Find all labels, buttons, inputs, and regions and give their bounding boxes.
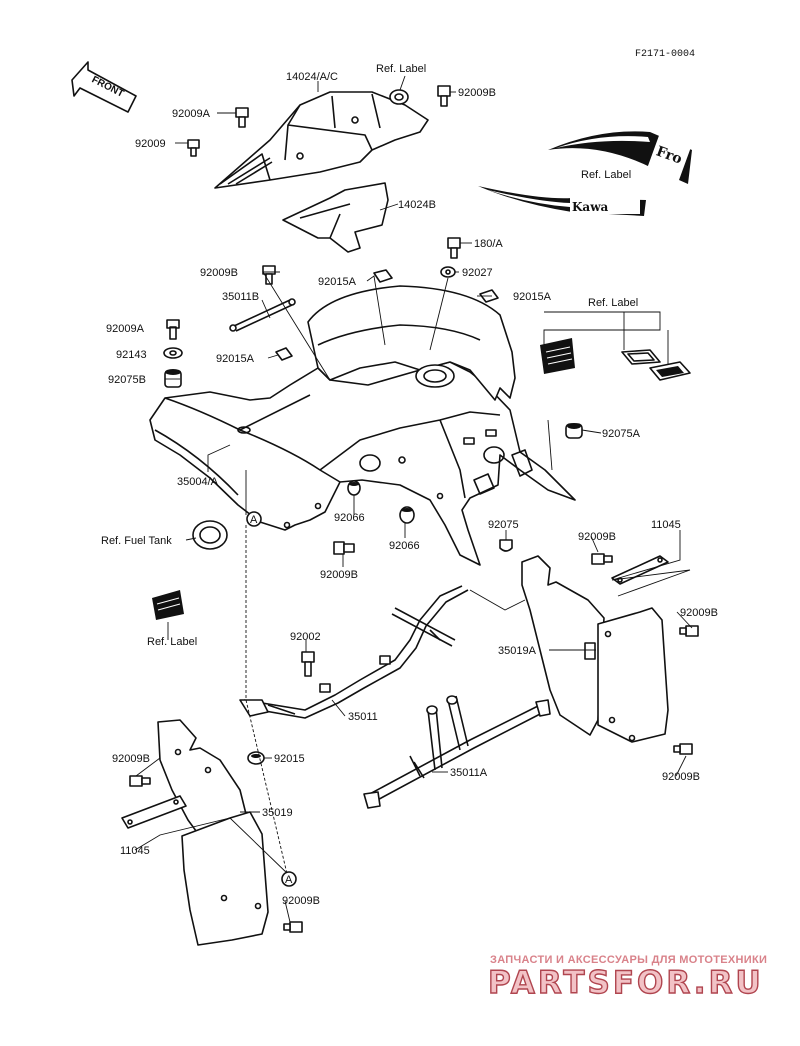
label-92015a-right: 92015A — [513, 291, 552, 303]
label-ref-top: Ref. Label — [376, 63, 426, 75]
svg-text:A: A — [285, 874, 293, 886]
label-ref-left: Ref. Label — [147, 636, 197, 648]
cap-92075 — [499, 539, 513, 552]
label-92009b-mid: 92009B — [320, 569, 358, 581]
label-180a: 180/A — [474, 238, 503, 250]
label-92066-left: 92066 — [334, 512, 365, 524]
label-92075a: 92075A — [602, 428, 641, 440]
label-92009b-bottom: 92009B — [282, 895, 320, 907]
label-92015: 92015 — [274, 753, 305, 765]
watermark-subtitle: ЗАПЧАСТИ И АКСЕССУАРЫ ДЛЯ МОТОТЕХНИКИ — [490, 954, 767, 966]
fuel-tank-ring — [192, 520, 228, 550]
label-35011a: 35011A — [450, 767, 488, 779]
svg-text:A: A — [250, 514, 258, 526]
ref-label-decals-right — [540, 338, 691, 381]
bolt-180a — [447, 237, 461, 259]
nut-92015a-left — [373, 269, 393, 283]
grommet-92075a — [565, 423, 583, 439]
nut-92015a-mid — [275, 347, 293, 361]
seat-cowl-14024 — [214, 91, 429, 189]
bolt-92002 — [301, 651, 315, 677]
label-11045-left: 11045 — [120, 845, 150, 857]
label-92009b-left: 92009B — [200, 267, 238, 279]
marker-a-lower: A — [281, 871, 297, 887]
marker-a-upper: A — [246, 511, 262, 527]
label-92066-right: 92066 — [389, 540, 420, 552]
plate-11045-right — [611, 555, 669, 585]
label-92009b-r3: 92009B — [662, 771, 700, 783]
bracket-35011a — [363, 695, 551, 809]
bolt-92009b-l2 — [129, 775, 151, 787]
label-92009b-top: 92009B — [458, 87, 496, 99]
collar-92066-left — [347, 480, 361, 496]
bolt-92009b-bottom — [283, 921, 303, 933]
label-35019: 35019 — [262, 807, 293, 819]
decal-lower: Kawa — [478, 186, 646, 216]
label-92009b-r2: 92009B — [680, 607, 718, 619]
bolt-92009b-r1 — [591, 553, 613, 565]
label-35011: 35011 — [348, 711, 378, 723]
nut-92027 — [440, 266, 456, 278]
bolt-92009a-top — [235, 107, 249, 128]
nut-92015 — [247, 751, 265, 765]
bolt-92009b-top — [437, 85, 451, 107]
label-ref-right: Ref. Label — [588, 297, 638, 309]
part-labels: 14024/A/C Ref. Label 92009B 92009A 92009… — [101, 63, 718, 907]
bracket-14024b — [282, 182, 389, 253]
label-92027: 92027 — [462, 267, 493, 279]
ref-label-left-decal — [152, 590, 184, 620]
label-92009a-top: 92009A — [172, 108, 211, 120]
label-35011b: 35011B — [222, 291, 259, 303]
bolt-92009b-left — [262, 265, 276, 285]
ref-label-ring — [389, 89, 409, 105]
decal-upper: Fro — [548, 131, 692, 184]
bolt-92009b-r3 — [673, 743, 693, 755]
plate-11045-left — [121, 795, 187, 829]
label-92002: 92002 — [290, 631, 321, 643]
label-92009a-left: 92009A — [106, 323, 145, 335]
collar-92066-right — [399, 506, 415, 524]
label-14024b: 14024B — [398, 199, 436, 211]
watermark-brand: PARTSFOR.RU — [488, 965, 764, 1001]
rod-35011b — [229, 298, 296, 332]
label-92009b-r1: 92009B — [578, 531, 616, 543]
mud-guard-35019 — [157, 719, 269, 946]
label-92015a-mid: 92015A — [216, 353, 255, 365]
frame-35011 — [239, 585, 469, 719]
label-92143: 92143 — [116, 349, 147, 361]
bolt-92009b-r2 — [679, 625, 699, 637]
label-92015a-left: 92015A — [318, 276, 357, 288]
mud-guard-35019a — [521, 555, 669, 743]
leader-lines — [134, 75, 693, 923]
label-14024ac: 14024/A/C — [286, 71, 338, 83]
front-arrow-icon: FRONT — [71, 61, 137, 113]
bolt-92009-top — [187, 139, 200, 157]
bolt-92009b-mid — [333, 541, 355, 555]
figure-code: F2171-0004 — [635, 49, 695, 60]
label-35019a: 35019A — [498, 645, 537, 657]
watermark: ЗАПЧАСТИ И АКСЕССУАРЫ ДЛЯ МОТОТЕХНИКИ PA… — [487, 954, 767, 1002]
label-ref-fuel-tank: Ref. Fuel Tank — [101, 535, 172, 547]
label-ref-decal: Ref. Label — [581, 169, 631, 181]
fastener-stack-left — [163, 319, 183, 388]
label-92009b-l2: 92009B — [112, 753, 150, 765]
label-11045-right: 11045 — [651, 519, 681, 531]
decal-lower-text: Kawa — [572, 200, 609, 214]
label-92009-top: 92009 — [135, 138, 166, 150]
label-35004a: 35004/A — [177, 476, 219, 488]
label-92075b: 92075B — [108, 374, 146, 386]
label-92075: 92075 — [488, 519, 519, 531]
